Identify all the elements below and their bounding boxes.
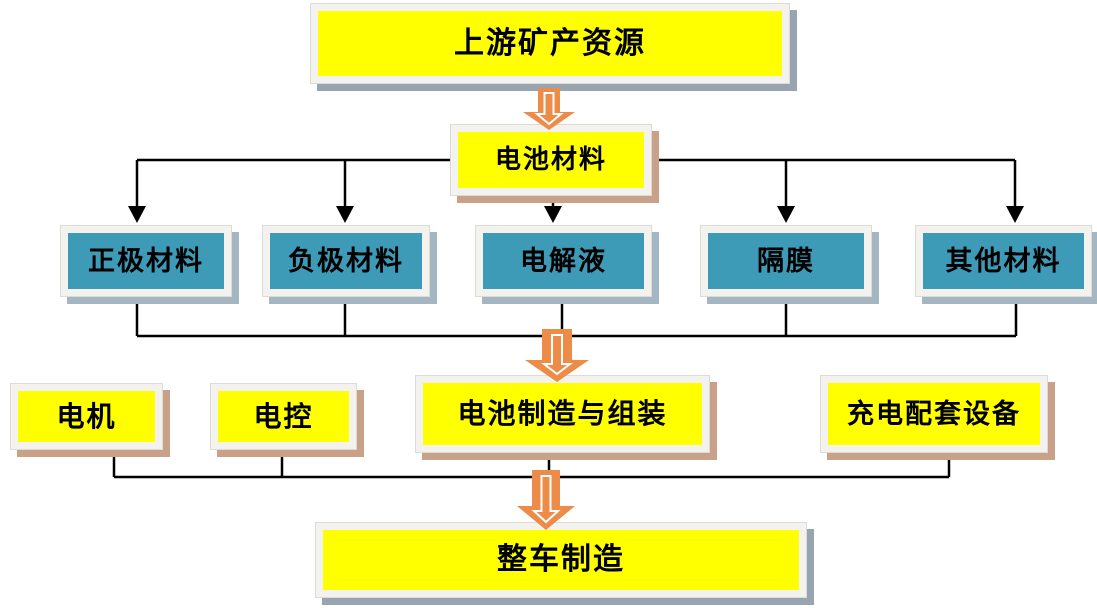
node-label: 上游矿产资源 xyxy=(454,25,646,61)
node-battery-manufacturing-assembly: 电池制造与组装 xyxy=(415,375,710,453)
node-charging-equipment: 充电配套设备 xyxy=(820,375,1048,453)
node-motor: 电机 xyxy=(10,383,163,450)
arrowhead-icon xyxy=(128,206,146,223)
arrowhead-icon xyxy=(1006,206,1024,223)
node-label: 电解液 xyxy=(520,245,607,277)
node-battery-materials: 电池材料 xyxy=(450,124,652,196)
node-label: 整车制造 xyxy=(497,542,625,577)
node-cathode-materials: 正极材料 xyxy=(60,225,232,297)
node-label: 其他材料 xyxy=(945,245,1062,277)
node-upstream-mineral-resources: 上游矿产资源 xyxy=(310,3,790,84)
arrowhead-icon xyxy=(777,206,795,223)
down-arrow-icon xyxy=(517,470,575,530)
arrowhead-icon xyxy=(336,206,354,223)
node-anode-materials: 负极材料 xyxy=(262,225,430,297)
node-label: 电控 xyxy=(253,399,314,433)
node-label: 电池制造与组装 xyxy=(457,397,668,430)
node-vehicle-manufacturing: 整车制造 xyxy=(315,522,807,598)
node-separator: 隔膜 xyxy=(700,225,872,297)
node-electrolyte: 电解液 xyxy=(475,225,652,297)
node-label: 正极材料 xyxy=(88,245,204,277)
arrowhead-icon xyxy=(544,206,562,223)
node-electronic-control: 电控 xyxy=(210,383,357,450)
node-label: 充电配套设备 xyxy=(847,398,1021,430)
node-label: 电机 xyxy=(56,399,117,433)
node-label: 负极材料 xyxy=(288,245,404,277)
node-label: 电池材料 xyxy=(494,145,607,175)
node-other-materials: 其他材料 xyxy=(915,225,1092,297)
node-label: 隔膜 xyxy=(757,245,815,277)
